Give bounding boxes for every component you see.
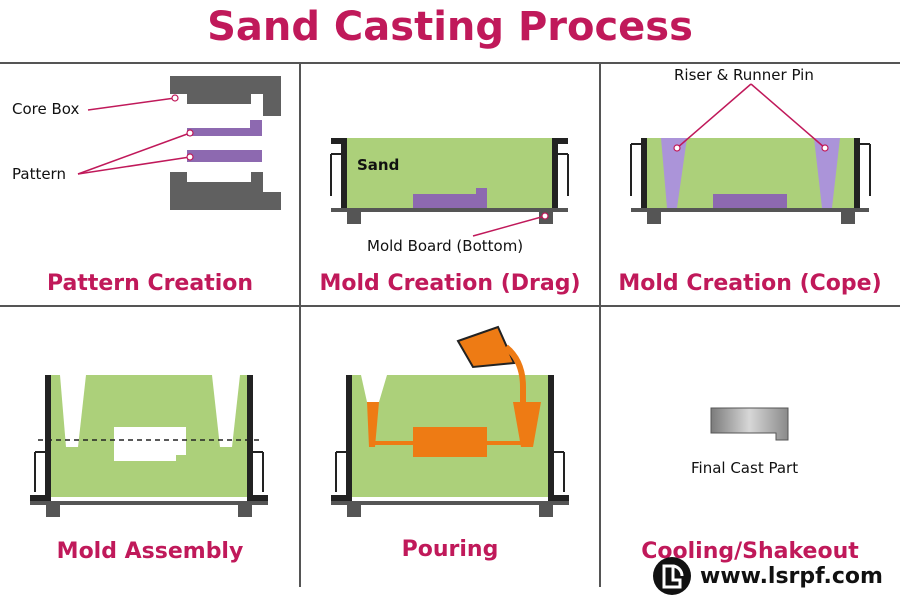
mold-board-label: Mold Board (Bottom) (367, 237, 524, 255)
pattern-creation-caption: Pattern Creation (46, 271, 254, 296)
pattern-top (187, 120, 262, 136)
molten-cavity (369, 427, 487, 457)
sand-label: Sand (357, 156, 400, 174)
grid-divider-right (599, 62, 601, 587)
final-cast-part (710, 407, 789, 441)
pattern-bottom (187, 150, 262, 162)
cope-mold-diagram (630, 83, 871, 224)
ladle (456, 325, 516, 369)
riser-pin-left (661, 138, 687, 208)
core-box-bottom (170, 172, 281, 210)
grid-divider-top (0, 62, 900, 64)
page-title: Sand Casting Process (207, 4, 693, 50)
mold-assembly-diagram (30, 375, 268, 517)
drag-mold-diagram (330, 138, 569, 237)
brand-watermark: www.lsrpf.com (652, 556, 883, 596)
pattern-pointer-bottom (186, 153, 194, 161)
lsrpf-logo-icon (653, 557, 691, 595)
brand-url[interactable]: www.lsrpf.com (700, 563, 883, 589)
riser-pointer-right (821, 144, 829, 152)
pour-stream (503, 344, 526, 419)
molten-riser (367, 402, 379, 447)
pouring-diagram (331, 325, 569, 517)
pattern-label: Pattern (12, 165, 66, 183)
core-box-label: Core Box (12, 100, 80, 118)
mold-assembly-caption: Mold Assembly (56, 539, 244, 564)
drag-pattern (413, 188, 487, 208)
cast-part-diagram (710, 407, 789, 441)
cope-caption: Mold Creation (Cope) (618, 271, 882, 296)
riser-pointer-left (673, 144, 681, 152)
runner-pin-right (814, 138, 840, 208)
cope-pattern (713, 194, 787, 208)
core-box-pointer (171, 94, 179, 102)
pattern-creation-diagram (77, 76, 281, 210)
mold-cavity (66, 427, 186, 461)
final-cast-part-label: Final Cast Part (691, 459, 799, 477)
grid-divider-middle (0, 305, 900, 307)
pattern-pointer-top (186, 129, 194, 137)
grid-divider-left (299, 62, 301, 587)
pouring-caption: Pouring (401, 537, 499, 562)
mold-board-pointer (541, 212, 549, 220)
drag-caption: Mold Creation (Drag) (319, 271, 581, 296)
core-box-top (170, 76, 281, 116)
riser-runner-label: Riser & Runner Pin (674, 66, 814, 84)
mold-board (331, 208, 568, 212)
